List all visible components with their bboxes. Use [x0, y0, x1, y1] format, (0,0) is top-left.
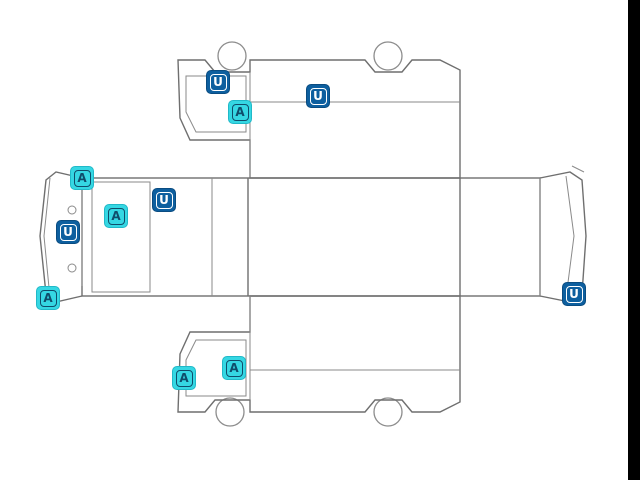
marker-u-top-side-1: U [206, 70, 230, 94]
marker-label: A [231, 103, 249, 121]
marker-a-front-2: A [104, 204, 128, 228]
marker-label: A [225, 359, 243, 377]
marker-u-rear-1: U [562, 282, 586, 306]
marker-a-top-side-1: A [228, 100, 252, 124]
wheel-bottom-rear [373, 397, 403, 427]
top-view [81, 177, 541, 297]
wheel-top-rear [373, 41, 403, 71]
marker-a-front-3: A [36, 286, 60, 310]
wheel-bottom-front [215, 397, 245, 427]
right-edge-bar [628, 0, 640, 480]
top-side-view [177, 41, 461, 179]
marker-label: A [175, 369, 193, 387]
marker-a-front-1: A [70, 166, 94, 190]
marker-u-front-1: U [152, 188, 176, 212]
marker-label: U [155, 191, 173, 209]
marker-u-front-2: U [56, 220, 80, 244]
marker-label: A [73, 169, 91, 187]
wheel-top-front [217, 41, 247, 71]
marker-label: U [209, 73, 227, 91]
marker-a-bottom-side-2: A [172, 366, 196, 390]
marker-label: A [39, 289, 57, 307]
marker-a-bottom-side-1: A [222, 356, 246, 380]
marker-label: U [565, 285, 583, 303]
marker-label: A [107, 207, 125, 225]
marker-label: U [309, 87, 327, 105]
marker-u-top-side-2: U [306, 84, 330, 108]
bottom-side-view [177, 295, 461, 427]
marker-label: U [59, 223, 77, 241]
